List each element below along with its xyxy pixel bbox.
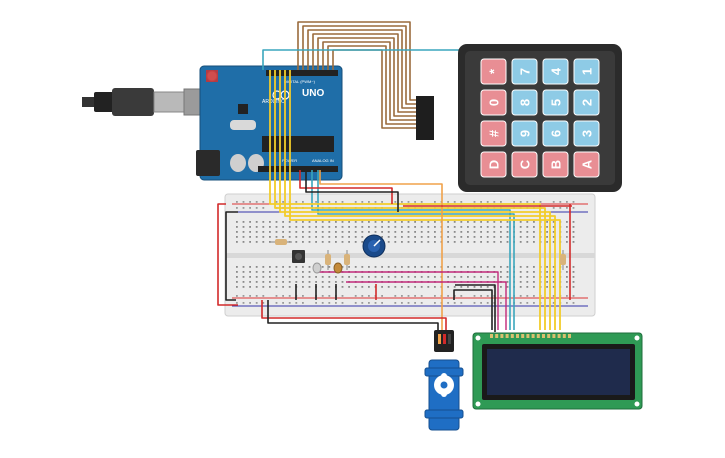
ground-wires[interactable]: [225, 170, 496, 332]
keypad-4x4[interactable]: * 7 4 1 0 8 5 2 #9 6 3D C B A: [416, 44, 622, 192]
keypad-key-label: B: [549, 160, 564, 169]
keypad-key-label: 9: [518, 130, 533, 137]
lcd-screen: [487, 349, 630, 395]
keypad-key-1[interactable]: 1: [573, 58, 600, 85]
keypad-key-8[interactable]: 8: [511, 89, 538, 116]
usb-cable: [82, 88, 211, 116]
servo-signal-wire[interactable]: [319, 170, 443, 330]
keypad-key-label: *: [487, 68, 502, 74]
pushbutton[interactable]: [292, 250, 305, 263]
keypad-key-label: 4: [549, 67, 564, 75]
keypad-key-label: D: [487, 160, 502, 169]
keypad-key-label: 5: [549, 99, 564, 106]
resistor-2[interactable]: [325, 250, 331, 270]
resistor-4[interactable]: [560, 250, 566, 270]
lcd-16x2[interactable]: [472, 332, 643, 410]
keypad-key-d[interactable]: D: [480, 151, 507, 178]
keypad-key-label: #: [487, 129, 502, 137]
keypad-key-label: 7: [518, 68, 533, 75]
arduino-uno-board[interactable]: UNO ARDUINO DIGITAL (PWM~) POWER ANALOG …: [82, 65, 343, 181]
keypad-key-7[interactable]: 7: [511, 58, 538, 85]
led-white[interactable]: [312, 262, 322, 274]
arduino-brand-label: ARDUINO: [262, 99, 285, 105]
keypad-key-3[interactable]: 3: [573, 120, 600, 147]
keypad-connector: [416, 96, 434, 140]
keypad-key-label: 1: [580, 68, 595, 75]
keypad-key-5[interactable]: 5: [542, 89, 569, 116]
keypad-key-hash[interactable]: #: [480, 120, 507, 147]
keypad-key-c[interactable]: C: [511, 151, 538, 178]
keypad-key-label: 3: [580, 130, 595, 137]
keypad-key-a[interactable]: A: [573, 151, 600, 178]
resistor-3[interactable]: [344, 250, 350, 270]
resistor-1[interactable]: [270, 239, 292, 245]
lcd-pin-header: [490, 334, 571, 338]
keypad-wires[interactable]: [297, 21, 416, 129]
arduino-analog-label: ANALOG IN: [312, 158, 334, 163]
led-orange[interactable]: [333, 262, 343, 274]
potentiometer[interactable]: [362, 234, 386, 258]
keypad-key-b[interactable]: B: [542, 151, 569, 178]
keypad-key-0[interactable]: 0: [480, 89, 507, 116]
keypad-key-label: 6: [549, 130, 564, 137]
magenta-wires[interactable]: [316, 271, 507, 330]
keypad-key-label: A: [580, 159, 595, 169]
keypad-key-4[interactable]: 4: [542, 58, 569, 85]
keypad-key-star[interactable]: *: [480, 58, 507, 85]
keypad-key-9[interactable]: 9: [511, 120, 538, 147]
keypad-key-label: 2: [580, 99, 595, 106]
keypad-key-label: 0: [487, 99, 502, 106]
keypad-key-label: 8: [518, 99, 533, 106]
servo-motor[interactable]: [424, 330, 464, 431]
yellow-wires[interactable]: [269, 70, 561, 330]
arduino-model-label: UNO: [302, 88, 324, 99]
keypad-key-2[interactable]: 2: [573, 89, 600, 116]
wires[interactable]: [217, 21, 572, 332]
arduino-digital-label: DIGITAL (PWM~): [284, 79, 316, 84]
power-wires[interactable]: [217, 170, 572, 330]
keypad-key-6[interactable]: 6: [542, 120, 569, 147]
keypad-key-label: C: [518, 159, 533, 169]
